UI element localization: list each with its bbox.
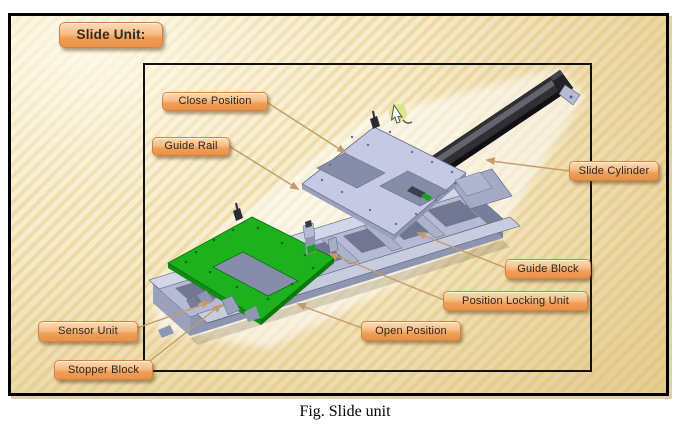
arrowhead-sensor-unit xyxy=(200,300,211,309)
label-position-locking-unit: Position Locking Unit xyxy=(443,291,588,311)
cylinder-mount-bracket xyxy=(558,84,581,106)
label-sensor-unit: Sensor Unit xyxy=(38,321,138,342)
position-locking-unit-part xyxy=(302,220,339,255)
label-guide-rail: Guide Rail xyxy=(152,137,230,156)
arrowhead-position-locking xyxy=(328,253,339,261)
label-open-position: Open Position xyxy=(361,321,461,341)
arrowhead-open-position xyxy=(296,302,307,311)
open-plate-bolt-holes xyxy=(184,226,315,301)
diagram-inner-border xyxy=(143,63,592,372)
figure-caption: Fig. Slide unit xyxy=(299,403,391,420)
close-position-plate xyxy=(301,110,493,240)
arrowhead-stopper-block xyxy=(212,303,223,313)
label-stopper-block: Stopper Block xyxy=(54,360,153,380)
pointer-cursor-icon xyxy=(389,103,413,124)
label-slide-cylinder: Slide Cylinder xyxy=(569,161,659,181)
arrowhead-close-position xyxy=(336,144,347,154)
arrowhead-guide-block xyxy=(416,232,427,240)
guide-block-part xyxy=(454,171,493,197)
callout-lines xyxy=(136,102,571,362)
arrowhead-guide-rail xyxy=(289,181,300,190)
label-close-position: Close Position xyxy=(162,92,268,111)
close-plate-bolt-holes xyxy=(320,130,457,226)
arrowhead-slide-cylinder xyxy=(485,157,496,165)
machine-shadow xyxy=(190,240,510,345)
slide-cylinder-3d xyxy=(421,69,581,182)
title-chip: Slide Unit: xyxy=(59,22,163,48)
label-guide-block: Guide Block xyxy=(505,259,591,279)
stopper-block-part xyxy=(158,295,260,338)
